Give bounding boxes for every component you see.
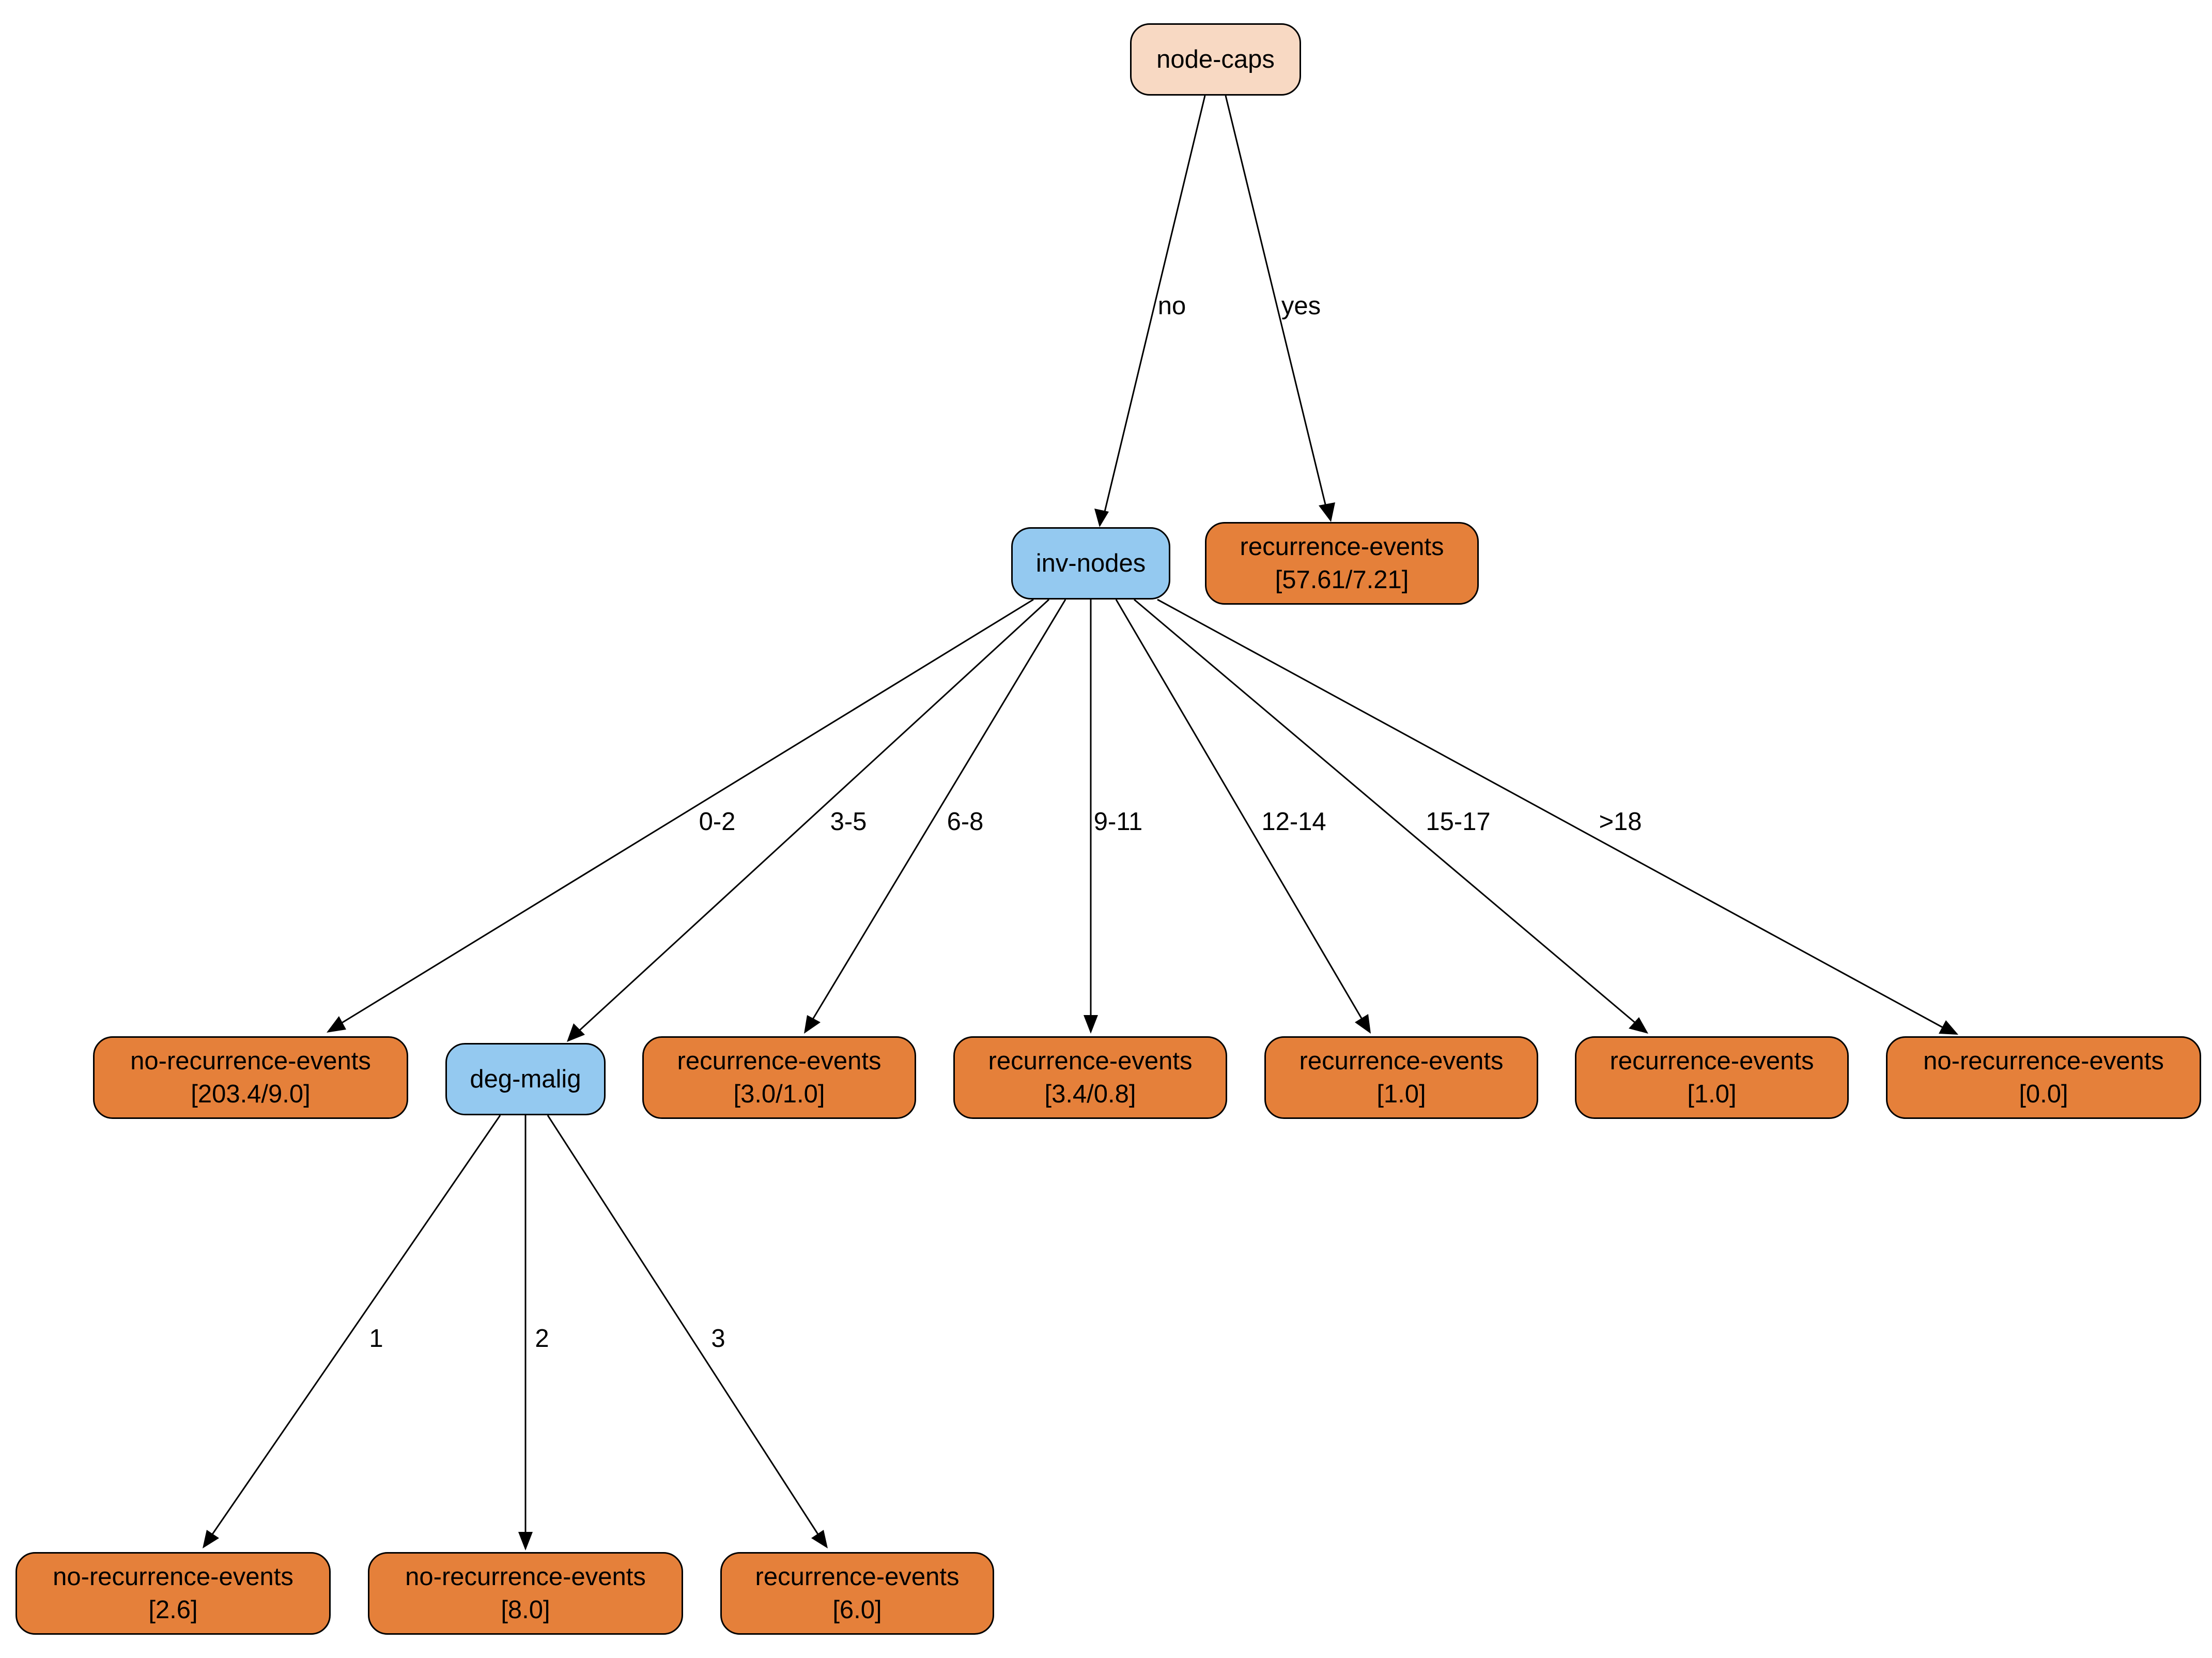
leaf-9-11-node: recurrence-events [3.4/0.8] [953, 1036, 1227, 1119]
leaf-dm2-weight: [8.0] [501, 1596, 550, 1624]
node-caps-label: node-caps [1156, 45, 1275, 73]
edge-15-17 [1134, 598, 1636, 1024]
edge-label-yes: yes [1281, 292, 1321, 320]
leaf-6-8-class: recurrence-events [677, 1047, 881, 1075]
edge-12-14-arrowhead [1355, 1014, 1371, 1034]
leaf-6-8-node: recurrence-events [3.0/1.0] [642, 1036, 916, 1119]
edge-dm3 [547, 1115, 819, 1536]
leaf-0-2-node: no-recurrence-events [203.4/9.0] [93, 1036, 408, 1119]
edge-label-dm3: 3 [711, 1325, 725, 1353]
leaf-yes-node: recurrence-events [57.61/7.21] [1205, 522, 1479, 605]
leaf-dm1-class: no-recurrence-events [53, 1563, 293, 1591]
edge-3-5-arrowhead [567, 1023, 585, 1042]
leaf-9-11-weight: [3.4/0.8] [1044, 1080, 1136, 1108]
edge-label-dm2: 2 [535, 1325, 549, 1353]
leaf-dm3-class: recurrence-events [755, 1563, 960, 1591]
edge-label-0-2: 0-2 [699, 808, 736, 836]
edge-0-2 [341, 598, 1034, 1024]
leaf-dm3-node: recurrence-events [6.0] [720, 1552, 994, 1635]
edge-6-8 [812, 599, 1066, 1020]
leaf-dm3-weight: [6.0] [832, 1596, 882, 1624]
edge-3-5 [578, 598, 1050, 1032]
edge-dm2-arrowhead [518, 1532, 533, 1550]
edge-no [1104, 95, 1206, 512]
edge-label-12-14: 12-14 [1261, 808, 1326, 836]
edge-6-8-arrowhead [804, 1015, 821, 1034]
inv-nodes-node: inv-nodes [1011, 527, 1170, 600]
edge-label-3-5: 3-5 [830, 808, 867, 836]
leaf-12-14-class: recurrence-events [1299, 1047, 1504, 1075]
leaf-yes-class: recurrence-events [1240, 533, 1444, 561]
edge-dm3-arrowhead [811, 1530, 828, 1548]
edge-label-15-17: 15-17 [1426, 808, 1491, 836]
leaf-15-17-node: recurrence-events [1.0] [1575, 1036, 1849, 1119]
leaf-0-2-class: no-recurrence-events [130, 1047, 371, 1075]
leaf-dm1-node: no-recurrence-events [2.6] [16, 1552, 331, 1635]
leaf-0-2-weight: [203.4/9.0] [191, 1080, 311, 1108]
edge-9-11-arrowhead [1084, 1015, 1098, 1034]
edge-15-17-arrowhead [1629, 1017, 1648, 1034]
edge-label-dm1: 1 [369, 1325, 383, 1353]
edge-gt18 [1157, 598, 1943, 1028]
leaf-dm2-class: no-recurrence-events [405, 1563, 646, 1591]
edge-dm1-arrowhead [203, 1530, 219, 1548]
leaf-12-14-weight: [1.0] [1376, 1080, 1426, 1108]
edge-yes-arrowhead [1319, 502, 1335, 522]
edge-0-2-arrowhead [327, 1016, 346, 1033]
deg-malig-label: deg-malig [470, 1065, 581, 1093]
leaf-yes-weight: [57.61/7.21] [1275, 566, 1409, 594]
edge-label-gt18: >18 [1599, 808, 1642, 836]
leaf-gt18-class: no-recurrence-events [1923, 1047, 2164, 1075]
edge-no-arrowhead [1094, 509, 1109, 527]
leaf-6-8-weight: [3.0/1.0] [733, 1080, 825, 1108]
edge-12-14 [1115, 599, 1363, 1020]
leaf-gt18-weight: [0.0] [2019, 1080, 2068, 1108]
leaf-15-17-weight: [1.0] [1687, 1080, 1737, 1108]
leaf-15-17-class: recurrence-events [1610, 1047, 1814, 1075]
edge-dm1 [211, 1115, 501, 1536]
leaf-dm1-weight: [2.6] [148, 1596, 198, 1624]
leaf-12-14-node: recurrence-events [1.0] [1264, 1036, 1538, 1119]
edge-label-6-8: 6-8 [947, 808, 984, 836]
leaf-dm2-node: no-recurrence-events [8.0] [368, 1552, 683, 1635]
leaf-gt18-node: no-recurrence-events [0.0] [1886, 1036, 2201, 1119]
leaf-9-11-class: recurrence-events [988, 1047, 1193, 1075]
inv-nodes-label: inv-nodes [1035, 549, 1146, 577]
edge-yes [1225, 95, 1327, 507]
node-caps-node: node-caps [1130, 23, 1301, 96]
edge-label-no: no [1157, 292, 1186, 320]
deg-malig-node: deg-malig [445, 1043, 606, 1115]
edge-label-9-11: 9-11 [1093, 808, 1143, 836]
edge-gt18-arrowhead [1939, 1020, 1958, 1035]
